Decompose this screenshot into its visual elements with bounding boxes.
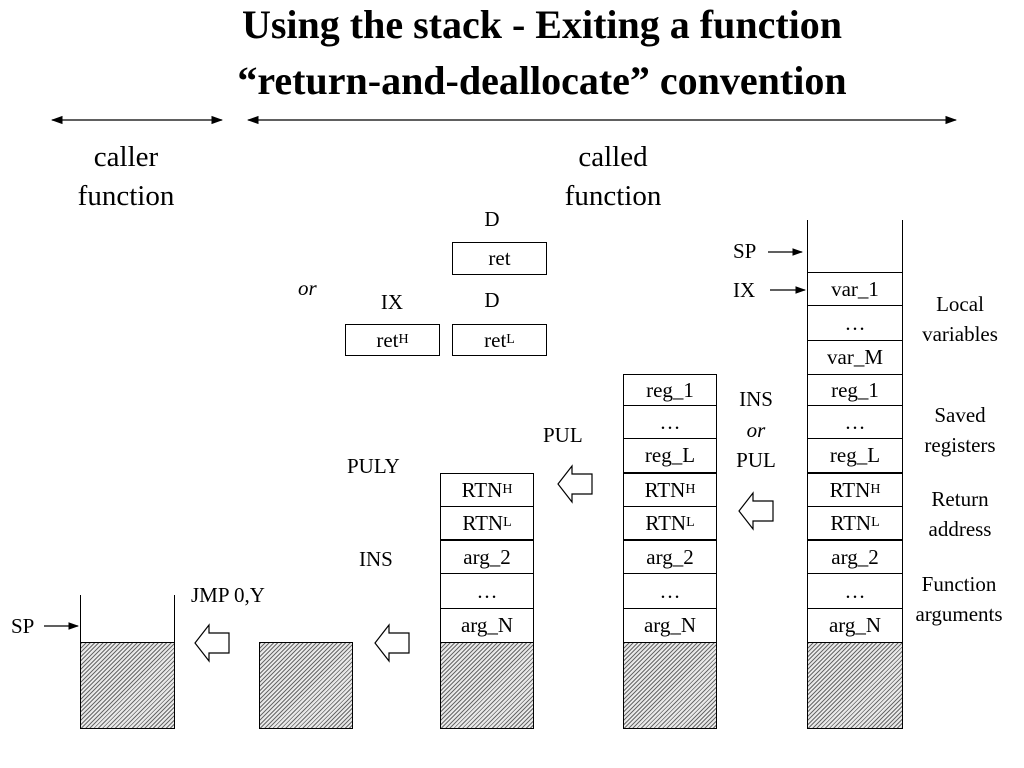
sp-final-label: SP: [11, 614, 35, 638]
ins-op-label: INS: [739, 387, 773, 411]
function-arguments-label-line-2: arguments: [915, 602, 1003, 626]
stack2-cell-dots: …: [623, 405, 717, 439]
left-block-arrow-ins: [374, 623, 410, 663]
pul-op-label: PUL: [736, 448, 776, 472]
stack2-cell-arg-2: arg_2: [623, 540, 717, 574]
called-label-line-1: called: [578, 141, 648, 173]
called-label-line-2: function: [564, 180, 662, 212]
stack3-cell-dots: …: [440, 573, 534, 609]
stack3-cell-arg-2: arg_2: [440, 540, 534, 574]
stack3-base-hatch: [440, 642, 534, 729]
stack-main-base-hatch: [807, 642, 903, 729]
ix-register-label: IX: [380, 290, 404, 314]
stack-main-left-wall: [807, 220, 808, 272]
stack2-cell-arg-n: arg_N: [623, 608, 717, 643]
stack-cell-dots: …: [807, 305, 903, 341]
stack2-cell-dots: …: [623, 573, 717, 609]
caller-label-line-2: function: [77, 180, 175, 212]
stack-cell-arg-n: arg_N: [807, 608, 903, 643]
stack2-cell-reg-1: reg_1: [623, 374, 717, 406]
slide-title-line-1: Using the stack - Exiting a function: [241, 2, 843, 47]
caller-label-line-1: caller: [93, 141, 159, 173]
d-register-label-pair: D: [484, 288, 500, 312]
stack-main-right-wall: [902, 220, 903, 272]
left-block-arrow-ins-pul: [738, 491, 774, 531]
stack2-cell-reg-l: reg_L: [623, 438, 717, 473]
stack-cell-var-1: var_1: [807, 272, 903, 306]
or-op-label: or: [746, 418, 766, 442]
slide-title-line-2: “return-and-deallocate” convention: [237, 58, 847, 103]
ins-op-label-2: INS: [359, 547, 393, 571]
pul-op-label-2: PUL: [543, 423, 583, 447]
stack2-base-hatch: [623, 642, 717, 729]
left-block-arrow-pul: [557, 464, 593, 504]
stack-cell-dots: …: [807, 573, 903, 609]
stack-cell-reg-l: reg_L: [807, 438, 903, 473]
return-address-label-line-2: address: [928, 517, 992, 541]
stack-cell-reg-1: reg_1: [807, 374, 903, 406]
local-variables-label-line-2: variables: [922, 322, 998, 346]
stack-cell-arg-2: arg_2: [807, 540, 903, 574]
local-variables-label-line-1: Local: [936, 292, 984, 316]
return-address-label-line-1: Return: [931, 487, 989, 511]
or-label: or: [298, 276, 317, 300]
d-register-label: D: [484, 207, 500, 231]
sp-label: SP: [733, 239, 757, 263]
stack5-right-wall: [174, 595, 175, 643]
ix-label: IX: [733, 278, 756, 302]
stack-cell-var-m: var_M: [807, 340, 903, 375]
function-arguments-label-line-1: Function: [921, 572, 997, 596]
jmp-op-label: JMP 0,Y: [191, 583, 265, 607]
stack5-base-hatch: [80, 642, 175, 729]
stack5-left-wall: [80, 595, 81, 643]
puly-op-label: PULY: [347, 454, 400, 478]
stack4-base-hatch: [259, 642, 353, 729]
stack3-cell-arg-n: arg_N: [440, 608, 534, 643]
saved-registers-label-line-1: Saved: [934, 403, 986, 427]
saved-registers-label-line-2: registers: [924, 433, 996, 457]
ret-value-box: ret: [452, 242, 547, 275]
stack-cell-dots: …: [807, 405, 903, 439]
left-block-arrow-jmp: [194, 623, 230, 663]
